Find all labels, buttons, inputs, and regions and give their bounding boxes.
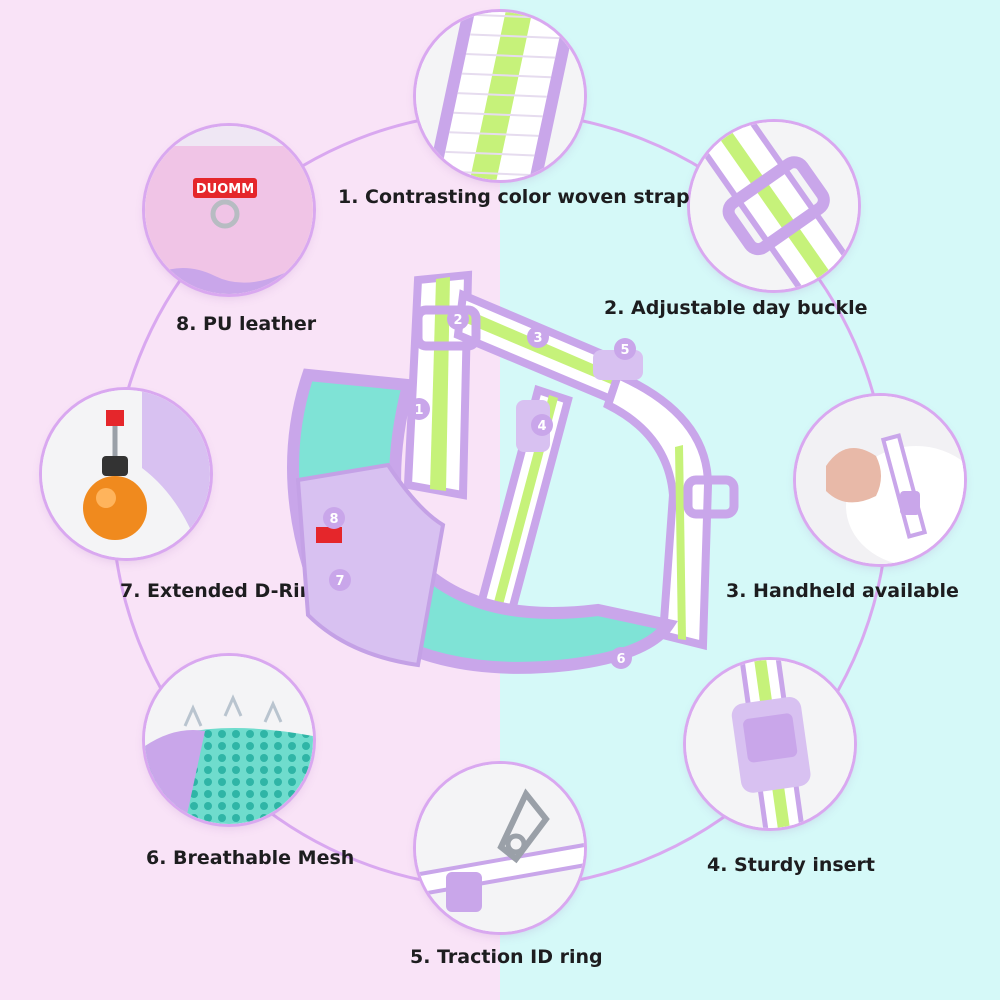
woven-strap-icon [416, 12, 584, 180]
leather-patch-icon: DUOMM [145, 126, 313, 294]
harness-leather-patch [295, 462, 446, 668]
harness-left-stripe [430, 277, 450, 491]
feature-label-5: 5. Traction ID ring [410, 946, 603, 968]
thumb-traction-ring [416, 764, 584, 932]
clip-ring-icon [416, 764, 584, 932]
harness-brand-tag [316, 527, 342, 543]
harness-illustration: 1 2 3 4 5 6 7 8 [287, 270, 739, 674]
badge-7: 7 [335, 574, 344, 589]
feature-label-4: 4. Sturdy insert [707, 854, 876, 876]
feature-label-8: 8. PU leather [176, 313, 317, 335]
harness-slider-buckle [413, 305, 481, 351]
insert-buckle-icon [686, 660, 854, 828]
harness-right-stripe [675, 445, 686, 640]
harness-badges: 1 2 3 4 5 6 7 8 [323, 308, 636, 669]
hand-icon [796, 396, 964, 564]
thumb-pu-leather: DUOMM [145, 126, 313, 294]
mesh-icon [145, 656, 313, 824]
harness-right-slider [683, 475, 739, 519]
brand-tag-text: DUOMM [196, 182, 254, 197]
feature-label-1: 1. Contrasting color woven strap [338, 186, 690, 208]
day-buckle-icon [690, 122, 858, 290]
thumb-day-buckle [690, 122, 858, 290]
feature-label-7: 7. Extended D-Ring [120, 580, 327, 602]
badge-6: 6 [616, 652, 625, 667]
thumb-sturdy-insert [686, 660, 854, 828]
feature-label-6: 6. Breathable Mesh [146, 847, 355, 869]
badge-3: 3 [533, 331, 542, 346]
thumb-breathable-mesh [145, 656, 313, 824]
thumb-extended-dring [42, 390, 210, 558]
thumb-woven-strap [416, 12, 584, 180]
feature-label-2: 2. Adjustable day buckle [604, 297, 868, 319]
badge-4: 4 [537, 419, 546, 434]
badge-2: 2 [453, 313, 462, 328]
harness-top-stripe [464, 310, 623, 387]
badge-5: 5 [620, 343, 629, 358]
badge-8: 8 [329, 512, 338, 527]
thumb-handheld [796, 396, 964, 564]
badge-1: 1 [414, 403, 423, 418]
feature-label-3: 3. Handheld available [726, 580, 959, 602]
led-tag-icon [42, 390, 210, 558]
